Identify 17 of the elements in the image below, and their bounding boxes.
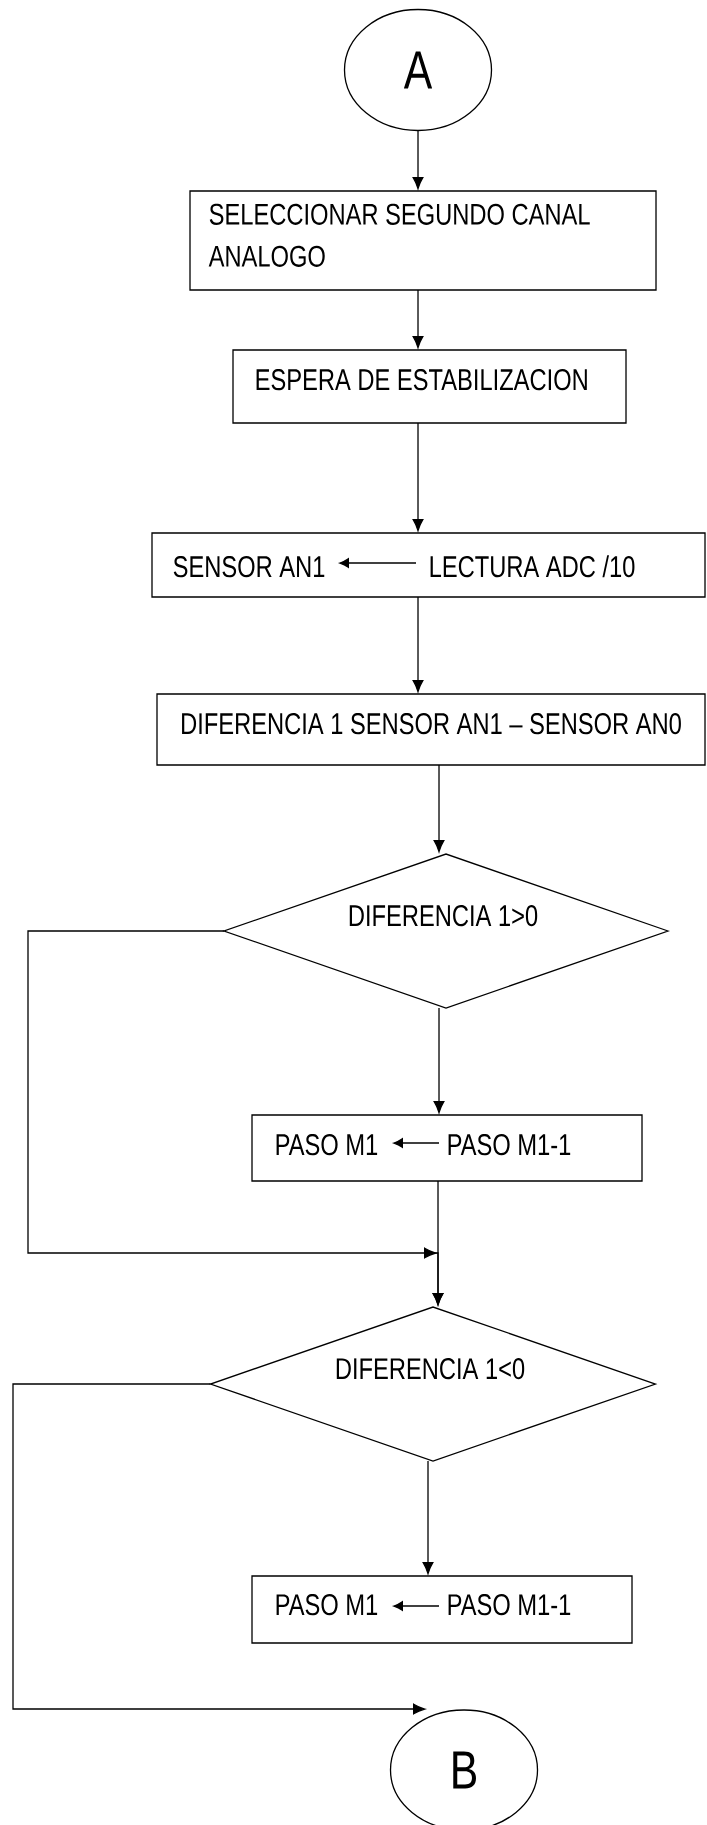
node-label: SENSOR AN1 [173,556,325,578]
process-box: SENSOR AN1 LECTURA ADC /10 [151,532,706,598]
arrow [27,930,444,1306]
arrow [422,1460,434,1575]
arrow [412,596,424,693]
arrow [12,1383,426,1715]
node-label: LECTURA ADC /10 [430,555,635,578]
process-box: SELECCIONAR SEGUNDO CANAL ANALOGO [189,190,657,291]
arrow [433,764,445,853]
arrow [433,1007,445,1114]
arrow [412,422,424,532]
process-box: PASO M1 PASO M1-1 [251,1575,633,1644]
process-box: ESPERA DE ESTABILIZACION [232,349,627,424]
arrow [412,129,424,190]
arrow [412,289,424,349]
process-box: PASO M1 PASO M1-1 [251,1114,643,1182]
process-box: DIFERENCIA 1 SENSOR AN1 – SENSOR AN0 [156,693,706,766]
